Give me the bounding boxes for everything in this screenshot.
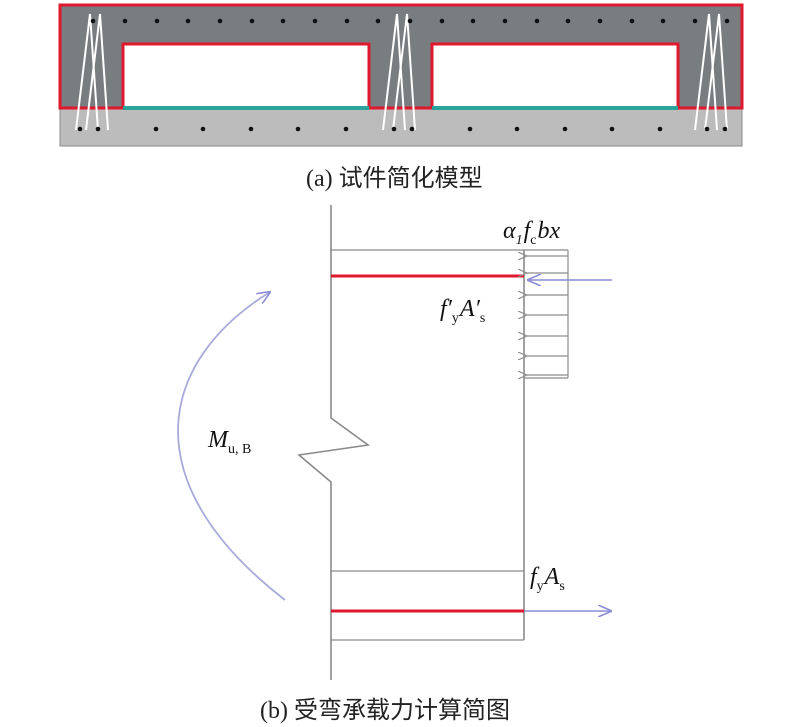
rebar-dot (629, 18, 635, 24)
rebar-dot (280, 18, 286, 24)
compression-stress-arrows (526, 256, 568, 375)
rebar-dot (609, 126, 615, 132)
truss-bar (85, 13, 109, 131)
label-moment: Mu, B (207, 427, 251, 457)
label-fy-As: fyAs (530, 564, 565, 594)
truss-bar (694, 13, 718, 131)
rebar-dot (248, 126, 254, 132)
rebar-dot (90, 18, 96, 24)
section-left-edge (297, 205, 371, 680)
caption-b: (b) 受弯承载力计算简图 (260, 698, 510, 724)
rebar-dot (502, 18, 508, 24)
rebar-dot (217, 18, 223, 24)
rebar-dot (660, 18, 666, 24)
rebar-dot (154, 18, 160, 24)
rebar-dot (153, 126, 159, 132)
rebar-dot (312, 18, 318, 24)
rebar-dot (724, 18, 730, 24)
rebar-dots (77, 18, 730, 132)
rebar-dot (470, 18, 476, 24)
rebar-dot (407, 18, 413, 24)
rebar-dot (249, 18, 255, 24)
caption-a: (a) 试件简化模型 (306, 166, 483, 192)
truss-bar (75, 13, 99, 131)
truss-bar (382, 13, 406, 131)
section-sketch: α1fcbx f′yA′s fyAs Mu, B (177, 205, 612, 680)
truss-bars (75, 13, 728, 131)
rebar-dot (200, 126, 206, 132)
rebar-dot (704, 126, 710, 132)
label-alpha-fc-bx: α1fcbx (503, 218, 561, 248)
rebar-dot (185, 18, 191, 24)
rebar-dot (344, 18, 350, 24)
truss-bar (704, 13, 728, 131)
rebar-dot (565, 18, 571, 24)
rebar-dot (534, 18, 540, 24)
rebar-dot (722, 126, 728, 132)
rebar-dot (391, 126, 397, 132)
rebar-dot (657, 126, 663, 132)
rebar-dot (692, 18, 698, 24)
rebar-dot (562, 126, 568, 132)
label-fy-prime-As-prime: f′yA′s (440, 296, 485, 326)
moment-arrow-icon (177, 292, 286, 601)
truss-bar (392, 13, 416, 131)
rebar-dot (409, 126, 415, 132)
rebar-dot (597, 18, 603, 24)
rebar-dot (467, 126, 473, 132)
rebar-dot (343, 126, 349, 132)
rebar-dot (122, 18, 128, 24)
precast-slab (59, 107, 743, 147)
rebar-dot (439, 18, 445, 24)
rebar-dot (77, 126, 83, 132)
rebar-dot (514, 126, 520, 132)
specimen-model (58, 3, 744, 147)
rebar-dot (95, 126, 101, 132)
rebar-dot (375, 18, 381, 24)
rebar-dot (295, 126, 301, 132)
